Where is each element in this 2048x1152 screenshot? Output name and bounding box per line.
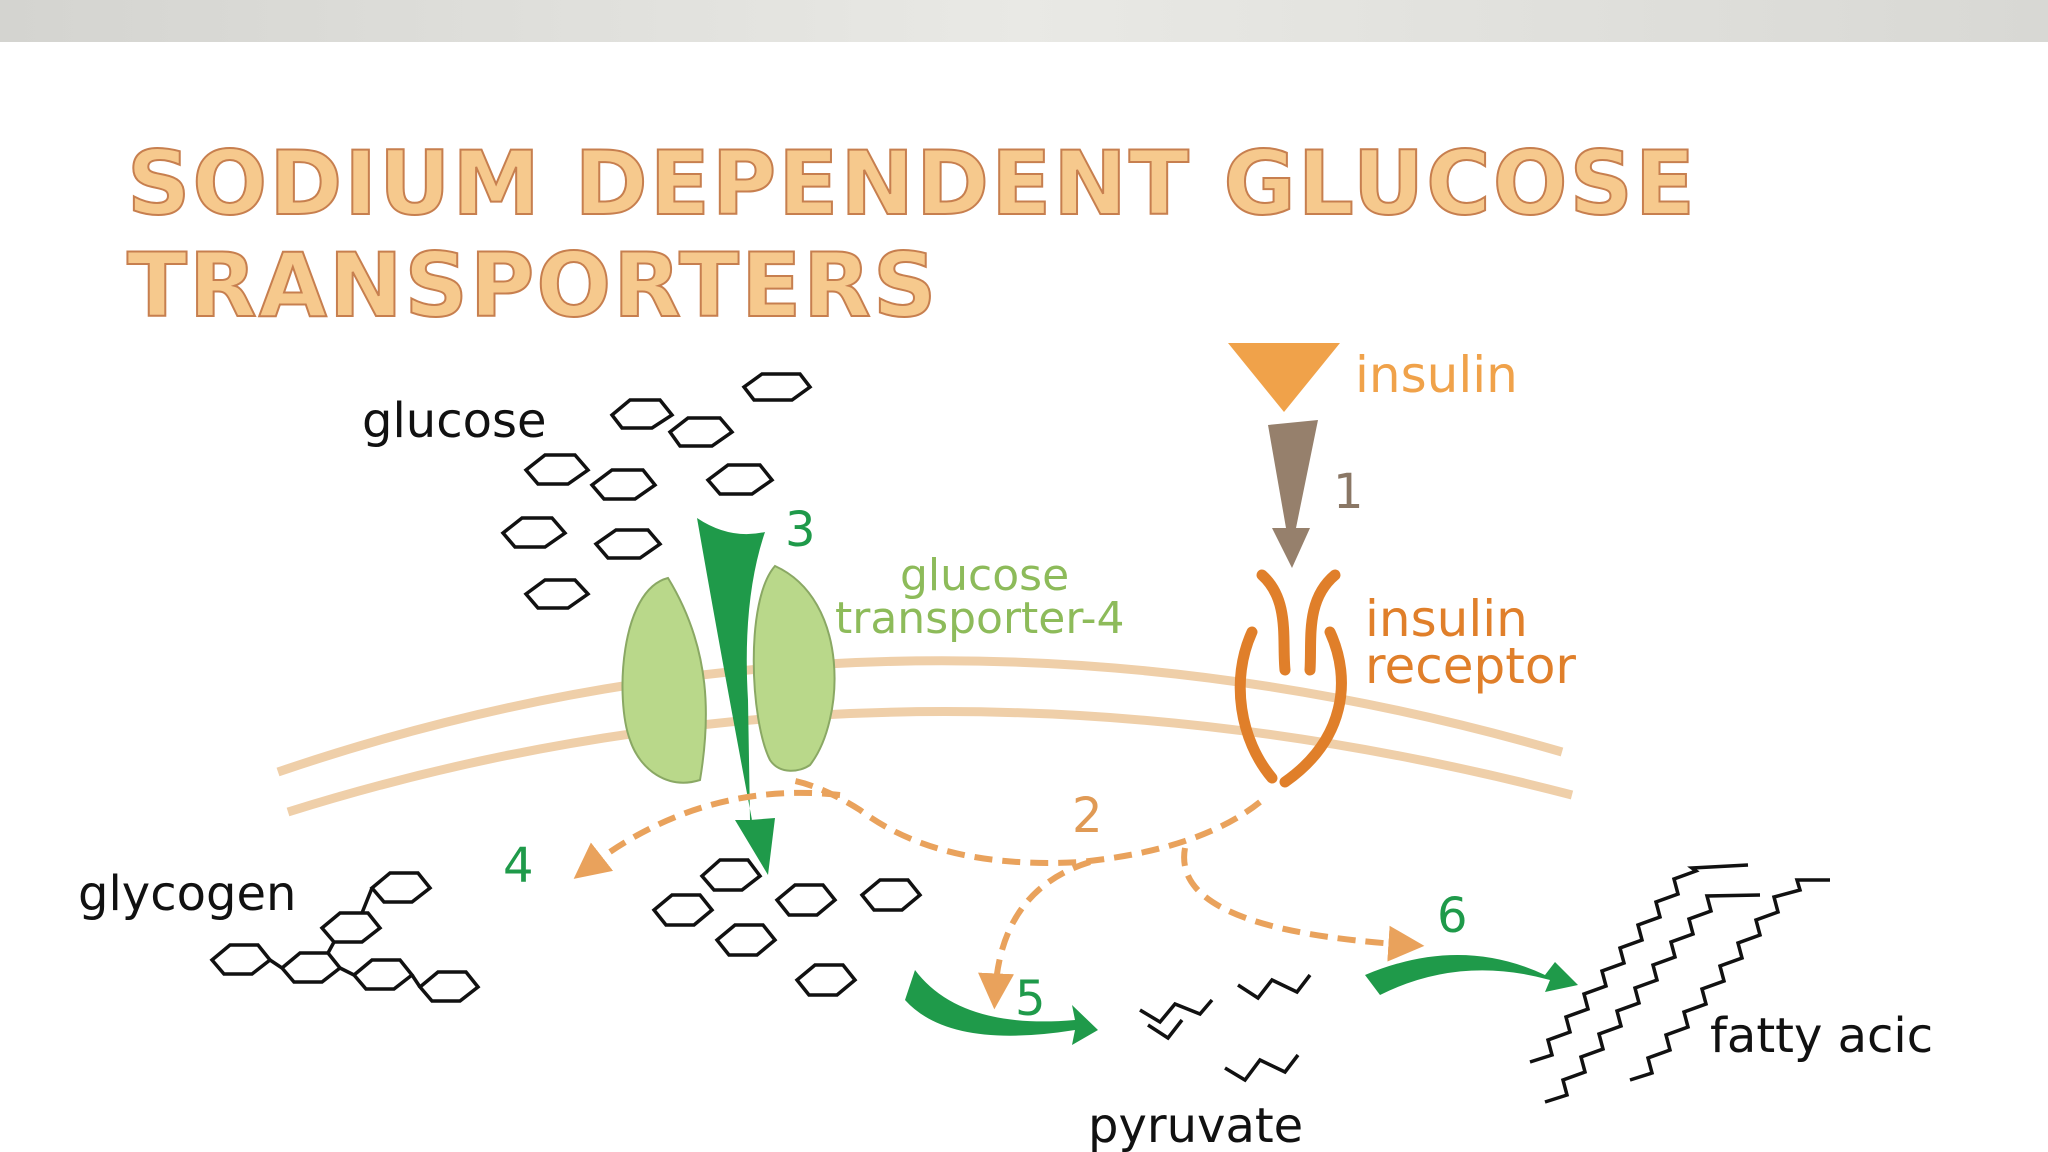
receptor-label-line-1: insulin: [1365, 590, 1528, 648]
step-5-label: 5: [1015, 971, 1046, 1027]
glycogen-label: glycogen: [78, 866, 296, 922]
lipogenesis-arrow: [1365, 955, 1578, 995]
glycogen-unit: [279, 951, 343, 984]
glycogen-unit: [319, 911, 383, 944]
fatty-acid-chain: [1529, 863, 1749, 1064]
glycogen-unit: [351, 958, 415, 991]
transporter-left-half: [621, 576, 707, 784]
signaling-pathway: [573, 777, 1425, 1010]
glucose-molecule: [705, 463, 775, 496]
glucose-molecule: [741, 372, 813, 402]
membrane-outer-line: [276, 656, 1564, 777]
step-6-label: 6: [1437, 888, 1468, 944]
receptor-label-line-2: receptor: [1365, 637, 1576, 695]
glucose-molecule: [714, 923, 778, 957]
glucose-molecule: [589, 468, 658, 501]
slide-title-line-1: SODIUM DEPENDENT GLUCOSE: [126, 132, 1698, 235]
pyruvate-molecule: [1224, 1053, 1300, 1083]
glycogen-unit: [369, 871, 433, 904]
step-3-label: 3: [785, 502, 816, 558]
pyruvate-molecule: [1147, 1018, 1184, 1041]
glycogen-structure: [209, 871, 481, 1003]
glut4-label-line-1: glucose: [900, 550, 1069, 601]
top-bar: [0, 0, 2048, 42]
glucose-molecule: [859, 878, 923, 912]
fatty-acid-chains: [1529, 863, 1830, 1104]
transporter-right-half: [752, 564, 836, 772]
fatty-acid-chain: [1544, 893, 1761, 1104]
glucose-molecule: [609, 398, 675, 430]
glucose-molecule: [794, 963, 858, 997]
glut4-label-line-2: transporter-4: [835, 593, 1125, 644]
pathway-to-glycogen: [573, 789, 841, 879]
pyruvate-label: pyruvate: [1088, 1098, 1303, 1152]
insulin-triangle-icon: [1228, 343, 1340, 412]
pathway-to-pyruvate: [978, 859, 1091, 1010]
glycogen-unit: [417, 970, 481, 1003]
glycogen-unit: [209, 943, 273, 976]
pyruvate-molecules: [1139, 973, 1312, 1083]
insulin-binding-arrow: [1268, 420, 1318, 568]
step-4-label: 4: [503, 838, 534, 894]
glucose-transporter-4: [621, 564, 836, 784]
glucose-molecule: [651, 893, 715, 927]
slide-title-line-2: TRANSPORTERS: [126, 234, 939, 337]
pathway-2: [789, 777, 1262, 866]
glucose-molecule: [593, 528, 663, 560]
glucose-label: glucose: [362, 393, 547, 449]
extracellular-glucose: [500, 372, 813, 610]
intracellular-glucose: [651, 858, 923, 997]
glucose-uptake-arrow: [697, 518, 775, 875]
pyruvate-molecule: [1237, 973, 1312, 1001]
glucose-molecule: [523, 453, 591, 486]
glucose-molecule: [699, 858, 763, 892]
membrane-inner-line: [286, 707, 1574, 817]
step-1-label: 1: [1333, 464, 1364, 520]
insulin-label: insulin: [1355, 346, 1518, 404]
pyruvate-molecule: [1139, 998, 1214, 1025]
glycolysis-arrow: [905, 970, 1098, 1045]
cell-membrane: [276, 656, 1574, 817]
fatty-acid-chain: [1629, 878, 1830, 1082]
glucose-molecule: [774, 883, 838, 917]
pathway-to-fatty-acid: [1181, 847, 1425, 962]
glucose-molecule: [500, 516, 568, 549]
glucose-molecule: [667, 416, 735, 448]
step-2-label: 2: [1072, 788, 1103, 844]
fatty-acid-label: fatty acic: [1710, 1008, 1933, 1064]
glucose-molecule: [523, 578, 591, 610]
insulin-receptor: [1234, 569, 1347, 788]
